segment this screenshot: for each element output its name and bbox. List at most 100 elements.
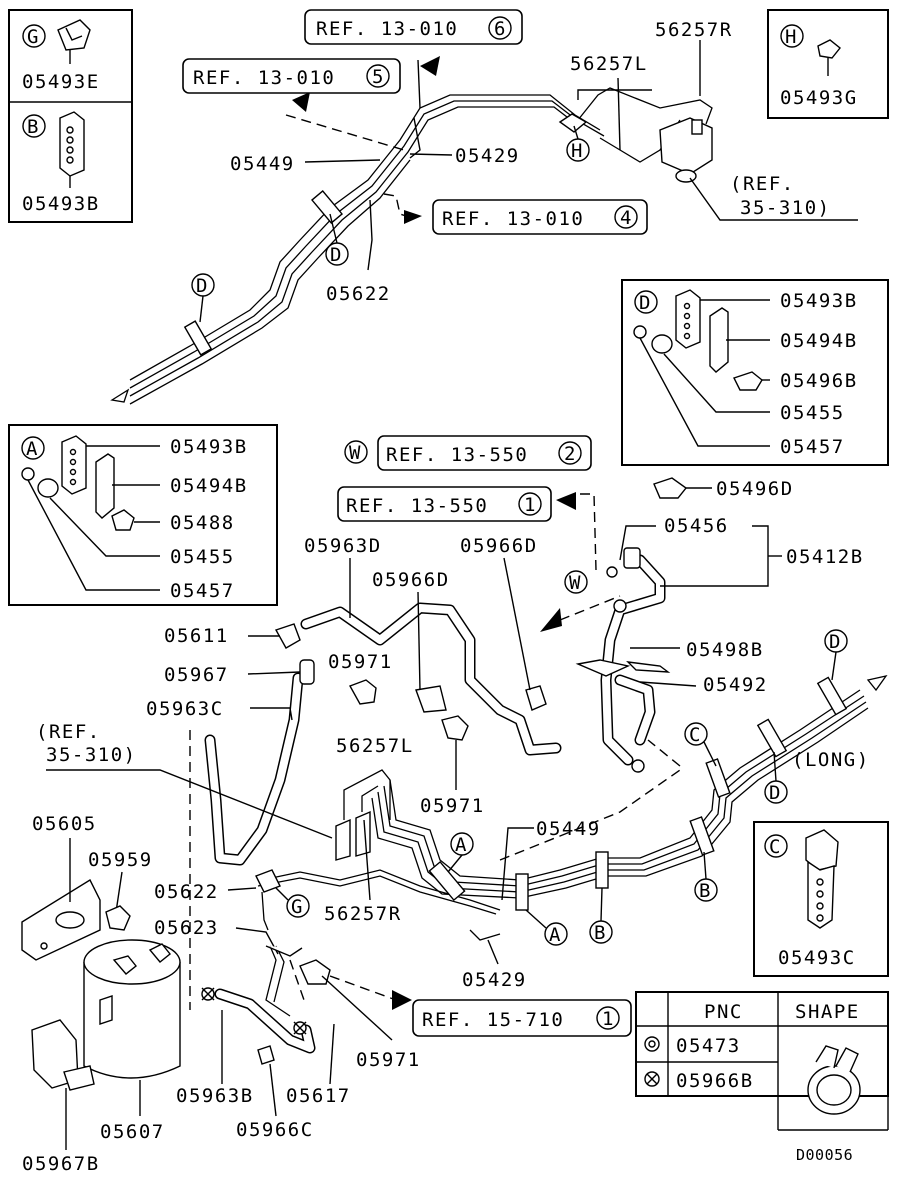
hose-05963d — [300, 602, 562, 756]
callout-letter-h-inset: H — [785, 26, 798, 48]
callout-letter-d-inset: D — [639, 292, 652, 314]
part-label-05617: 05617 — [286, 1085, 351, 1107]
callout-letter-g: G — [27, 26, 40, 48]
part-label-05971-a: 05971 — [328, 651, 393, 673]
arrow-ref-6-icon — [420, 56, 440, 76]
part-label-05488: 05488 — [170, 512, 235, 534]
part-label-05493b-d: 05493B — [780, 290, 858, 312]
arrow-ref-4-icon — [404, 210, 422, 224]
clip-g-mid-icon — [255, 869, 281, 893]
bracket-05967b-icon — [31, 1019, 95, 1091]
part-label-56257l-mid: 56257L — [336, 735, 414, 757]
part-label-05493c: 05493C — [778, 947, 856, 969]
clip-05966d-b-icon — [525, 685, 547, 711]
ref-15-710-text: REF. 15-710 — [422, 1009, 564, 1031]
clip-d-top-left-icon — [183, 320, 213, 356]
ref-num-2: 2 — [564, 443, 577, 465]
hose-05963c — [204, 672, 304, 866]
part-label-05963d: 05963D — [304, 535, 382, 557]
clamp-05967-icon — [299, 659, 315, 685]
part-label-05494b-d: 05494B — [780, 330, 858, 352]
ref-num-1-b: 1 — [602, 1008, 615, 1030]
part-label-05493b-inset: 05493B — [22, 193, 100, 215]
grommet-05455-a-icon — [37, 478, 59, 498]
callout-letter-a-mid-right: A — [549, 924, 562, 946]
part-label-05449-mid: 05449 — [536, 818, 601, 840]
callout-letter-g-mid: G — [291, 896, 304, 918]
arrow-ref-15-710-icon — [392, 990, 412, 1010]
pnc-shape-table: PNC SHAPE 05473 05966B — [635, 991, 889, 1131]
clip-05493g-icon — [817, 39, 841, 59]
clip-c-icon — [705, 758, 731, 798]
ref-13-010-6-box: REF. 13-010 6 — [304, 9, 523, 45]
part-label-05492: 05492 — [703, 674, 768, 696]
part-label-05607: 05607 — [100, 1121, 165, 1143]
clip-b-2-icon — [689, 816, 715, 856]
part-label-56257r-mid: 56257R — [324, 903, 402, 925]
hose-clamp-shape-icon — [807, 1045, 861, 1115]
ref-num-5: 5 — [372, 66, 385, 88]
arrow-ref-5-icon — [292, 92, 310, 112]
arrow-w-icon — [540, 608, 562, 632]
clip-05611-icon — [274, 623, 301, 649]
clip-b-1-icon — [595, 851, 609, 889]
clip-d-far-right-icon — [816, 676, 848, 716]
part-label-05412b: 05412B — [786, 546, 864, 568]
part-label-05449-top: 05449 — [230, 153, 295, 175]
callout-letter-b-mid-2: B — [699, 880, 712, 902]
part-label-05966d-right: 05966D — [460, 535, 538, 557]
clip-05493b-icon — [59, 111, 85, 188]
clip-a-right-icon — [515, 873, 529, 911]
part-label-05605: 05605 — [32, 813, 97, 835]
collar-05457-d-icon — [633, 325, 647, 339]
clip-05493e-icon — [57, 19, 91, 64]
callout-letter-d-top-left: D — [196, 275, 209, 297]
part-label-05622-top: 05622 — [326, 283, 391, 305]
table-header-shape: SHAPE — [795, 1001, 860, 1023]
leader-05622-top — [367, 199, 373, 271]
collar-05457-a-icon — [21, 467, 35, 481]
canister-56257r-mid-icon — [335, 769, 391, 861]
ref-13-010-4-box: REF. 13-010 4 — [432, 199, 648, 235]
callout-letter-c-mid: C — [689, 724, 702, 746]
callout-letter-d-top-center: D — [330, 244, 343, 266]
callout-letter-b-mid-1: B — [594, 922, 607, 944]
part-label-05963b: 05963B — [176, 1085, 254, 1107]
inset-box-a: A 05493B 05494B 05488 05455 05457 — [8, 424, 278, 606]
ref-13-550-text-1: REF. 13-550 — [346, 495, 488, 517]
callout-letter-a-mid-left: A — [455, 834, 468, 856]
part-label-05494b-a: 05494B — [170, 475, 248, 497]
inset-box-h: H 05493G — [767, 9, 889, 119]
canister-56257r-icon — [659, 117, 713, 183]
part-label-05493e: 05493E — [22, 71, 100, 93]
arrow-ref-13-550-icon — [556, 492, 576, 510]
part-label-05498b: 05498B — [686, 639, 764, 661]
clip-05966d-a-icon — [415, 685, 447, 713]
ref-num-4: 4 — [620, 207, 633, 229]
callout-letter-d-far-right: D — [829, 631, 842, 653]
arrow-long-icon — [866, 674, 888, 692]
ref-35-310-top-line2: 35-310) — [740, 197, 831, 219]
bracket-05494b-d-icon — [709, 307, 729, 373]
part-label-05493g: 05493G — [780, 87, 858, 109]
ref-35-310-mid-line1: (REF. — [36, 721, 101, 743]
part-label-long: (LONG) — [792, 749, 870, 771]
ref-13-010-text-4: REF. 13-010 — [442, 208, 584, 230]
ref-13-010-5-box: REF. 13-010 5 — [182, 58, 401, 94]
part-label-05429-mid: 05429 — [462, 969, 527, 991]
clip-h-top-icon — [558, 113, 588, 133]
ref-13-550-2-box: W REF. 13-550 2 — [344, 435, 592, 471]
table-row2-pnc: 05966B — [676, 1070, 754, 1092]
part-label-05967b: 05967B — [22, 1153, 100, 1175]
clip-a-left-icon — [428, 860, 466, 902]
ref-35-310-top-line1: (REF. — [730, 173, 795, 195]
nut-05959-icon — [105, 905, 131, 931]
ref-13-010-text-6: REF. 13-010 — [316, 18, 458, 40]
part-label-05622-mid: 05622 — [154, 881, 219, 903]
bracket-05605-icon — [21, 879, 101, 961]
top-fuel-pipes — [129, 87, 713, 405]
bolt-05496b-icon — [733, 371, 763, 391]
ref-13-550-1-box: REF. 13-550 1 — [337, 486, 552, 522]
ref-13-550-text-2: REF. 13-550 — [386, 444, 528, 466]
